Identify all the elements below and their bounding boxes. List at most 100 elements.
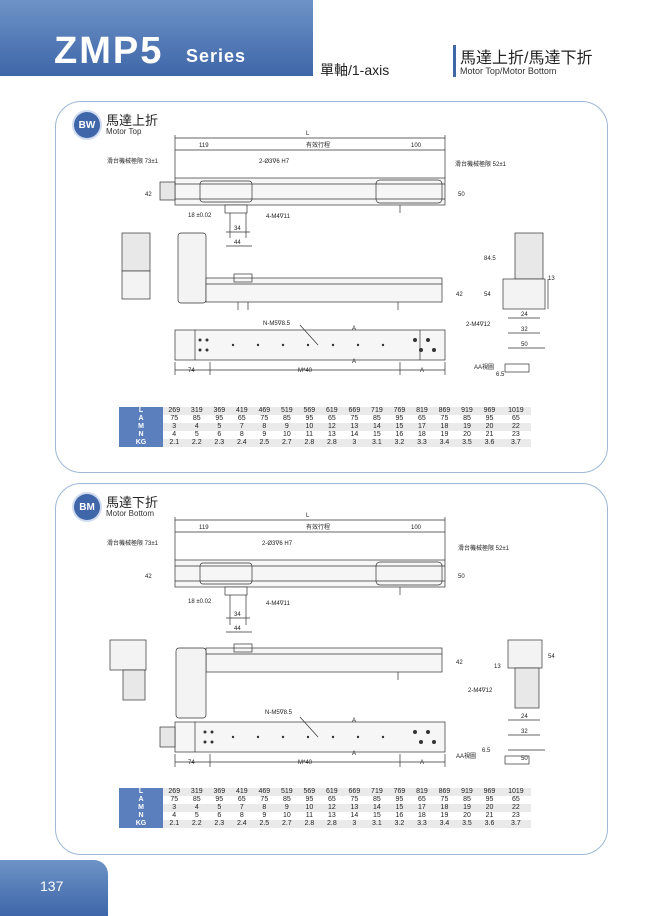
dim-42b: 42 (456, 660, 463, 666)
table-cell: 10 (298, 804, 321, 812)
table-cell: 20 (478, 423, 501, 431)
table-cell: 669 (343, 788, 366, 796)
dim-74: 74 (188, 760, 195, 766)
table-cell: 569 (298, 788, 321, 796)
table-cell: 14 (343, 812, 366, 820)
table-cell: 65 (230, 415, 254, 423)
dim-13: 13 (548, 276, 555, 282)
right-title: 馬達上折/馬達下折 (460, 50, 593, 67)
dim-m4-12: 2-M4∇12 (466, 321, 491, 328)
product-title: ZMP5 (54, 30, 164, 72)
table-cell: 85 (185, 796, 209, 804)
dim-L: L (306, 513, 310, 519)
dim-m5: N-M5∇8.5 (265, 709, 293, 716)
table-cell: 6 (208, 812, 231, 820)
table-cell: 8 (230, 431, 254, 439)
table-cell: 75 (163, 796, 186, 804)
stroke-value: 50 (163, 389, 186, 407)
table-cell: 3.1 (365, 439, 389, 447)
dim-hole: 2-Ø3∇6 H7 (262, 540, 293, 547)
section-subtitle: Motor Top (106, 127, 142, 136)
table-cell: 669 (343, 407, 366, 415)
stroke-value: 100 (185, 389, 209, 407)
dim-42b: 42 (456, 292, 463, 298)
dim-m4-11: 4-M4∇11 (266, 600, 291, 607)
table-cell: 16 (388, 431, 411, 439)
dim-42: 42 (145, 574, 152, 580)
table-cell: 7 (230, 804, 254, 812)
table-cell: 2.8 (298, 820, 321, 828)
stroke-value: 450 (343, 770, 366, 788)
table-cell: 2.1 (163, 439, 186, 447)
stroke-value: 800 (500, 389, 531, 407)
table-cell: 85 (185, 415, 209, 423)
table-cell: 85 (365, 415, 389, 423)
table-cell: 3.5 (455, 439, 479, 447)
table-cell: 15 (388, 423, 411, 431)
dim-100: 100 (411, 525, 422, 531)
table-cell: 11 (298, 812, 321, 820)
table-cell: 8 (253, 423, 276, 431)
table-cell: 819 (410, 407, 434, 415)
stroke-value: 600 (410, 389, 434, 407)
dim-6-5: 6.5 (496, 372, 505, 378)
dim-m40: M*40 (298, 760, 313, 766)
section-subtitle: Motor Bottom (106, 509, 155, 518)
table-cell: 65 (230, 796, 254, 804)
dim-32: 32 (521, 327, 528, 333)
dim-54: 54 (548, 654, 555, 660)
table-cell: 18 (433, 423, 456, 431)
dim-A3: A (420, 760, 424, 766)
table-cell: 8 (230, 812, 254, 820)
table-cell: 85 (275, 415, 299, 423)
dim-hole: 2-Ø3∇6 H7 (259, 158, 290, 165)
accent-bar (453, 45, 456, 77)
table-cell: 95 (298, 415, 321, 423)
table-cell: 969 (478, 788, 501, 796)
dim-m40: M*40 (298, 368, 313, 374)
stroke-value: 650 (433, 770, 456, 788)
table-cell: 15 (388, 804, 411, 812)
table-cell: 5 (208, 423, 231, 431)
table-cell: 3 (343, 439, 366, 447)
dim-A1: A (352, 718, 356, 724)
table-cell: 14 (365, 804, 389, 812)
table-cell: 4 (185, 804, 209, 812)
table-cell: 65 (500, 796, 531, 804)
table-cell: 10 (298, 423, 321, 431)
table-cell: 3.1 (365, 820, 389, 828)
dim-44: 44 (234, 626, 241, 632)
table-cell: 719 (365, 407, 389, 415)
table-cell: 75 (343, 415, 366, 423)
dim-stroke: 有效行程 (306, 141, 330, 149)
dim-18: 18 ±0.02 (188, 213, 212, 219)
row-label: KG (119, 439, 163, 447)
table-cell: 3 (343, 820, 366, 828)
row-label: L (119, 788, 163, 796)
row-label: M (119, 804, 163, 812)
table-cell: 5 (208, 804, 231, 812)
table-cell: 95 (478, 415, 501, 423)
row-label: A (119, 415, 163, 423)
aa-view: AA視圖 (456, 752, 476, 760)
dim-74: 74 (188, 368, 195, 374)
table-cell: 11 (298, 431, 321, 439)
table-cell: 369 (208, 788, 231, 796)
stroke-value: 550 (388, 389, 411, 407)
table-cell: 269 (163, 407, 186, 415)
table-cell: 15 (365, 812, 389, 820)
table-cell: 469 (253, 788, 276, 796)
dim-100: 100 (411, 143, 422, 149)
row-label: N (119, 431, 163, 439)
table-cell: 4 (163, 431, 186, 439)
table-cell: 3.7 (500, 820, 531, 828)
table-cell: 95 (388, 796, 411, 804)
table-cell: 75 (253, 415, 276, 423)
stroke-value: 150 (208, 770, 231, 788)
dim-stroke: 有效行程 (306, 523, 330, 531)
